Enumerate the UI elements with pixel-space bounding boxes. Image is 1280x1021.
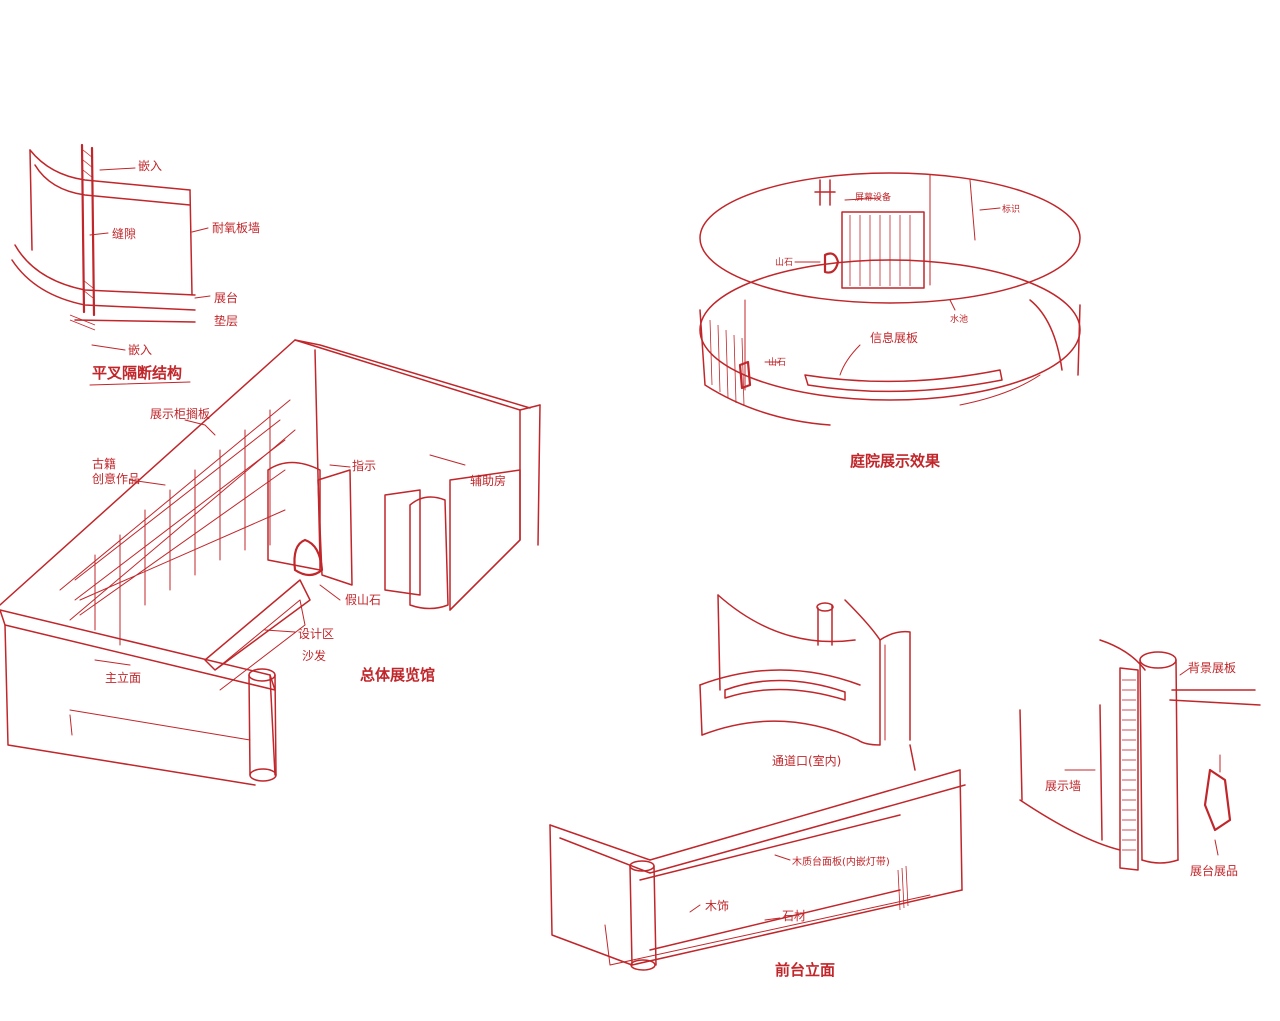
label-design-area: 设计区沙发 xyxy=(298,627,334,663)
label-right-top: 背景展板 xyxy=(1188,661,1236,675)
caption-ring: 庭院展示效果 xyxy=(850,452,941,470)
label-water: 水池 xyxy=(950,313,968,325)
caption-wall-detail: 平叉隔断结构 xyxy=(92,364,182,382)
wall-detail-sketch: 嵌入 缝隙 耐氧板墙 展台 垫层 嵌入 平叉隔断结构 xyxy=(11,143,260,386)
label-bottom: 展台展品 xyxy=(1190,863,1238,878)
label-counter-base: 石材 xyxy=(782,909,806,923)
label-left: 展示墙 xyxy=(1045,779,1081,793)
caption-room: 总体展览馆 xyxy=(360,666,435,684)
label-shelf-items: 古籍创意作品 xyxy=(92,456,140,486)
room-sketch: 展示柜搁板 古籍创意作品 指示 辅助房 假山石 设计区沙发 主立面 总体展览馆 xyxy=(0,339,541,786)
ring-sketch: 屏幕设备 标识 山石 水池 信息展板 山石 庭院展示效果 xyxy=(699,172,1081,470)
counter-sketch: 木质台面板(内嵌灯带) 木饰 石材 前台立面 xyxy=(549,744,966,979)
label-rock2: 山石 xyxy=(768,357,786,368)
column-sketch: 背景展板 展示墙 展台展品 xyxy=(1019,639,1261,878)
label-stone: 假山石 xyxy=(345,593,381,607)
label-shelves: 展示柜搁板 xyxy=(150,406,210,421)
label-rock: 山石 xyxy=(775,257,793,268)
label-base: 展台 xyxy=(214,290,238,305)
label-counter-top: 木质台面板(内嵌灯带) xyxy=(792,855,890,868)
label-info: 信息展板 xyxy=(870,330,918,345)
label-screen: 屏幕设备 xyxy=(855,191,891,203)
label-wall: 耐氧板墙 xyxy=(212,221,260,235)
caption-counter: 前台立面 xyxy=(775,961,835,979)
label-counter-front: 木饰 xyxy=(705,899,729,913)
label-seam: 缝隙 xyxy=(112,226,136,241)
label-guide: 指示 xyxy=(352,458,376,473)
label-top-insert: 嵌入 xyxy=(138,159,162,173)
label-main-wall: 主立面 xyxy=(105,670,141,685)
label-base2: 垫层 xyxy=(214,313,238,328)
label-bottom-insert: 嵌入 xyxy=(128,343,152,357)
label-signage: 标识 xyxy=(1002,203,1020,215)
caption-arch: 通道口(室内) xyxy=(772,753,841,768)
label-aux: 辅助房 xyxy=(470,473,506,488)
arch-sketch: 通道口(室内) xyxy=(699,594,911,768)
